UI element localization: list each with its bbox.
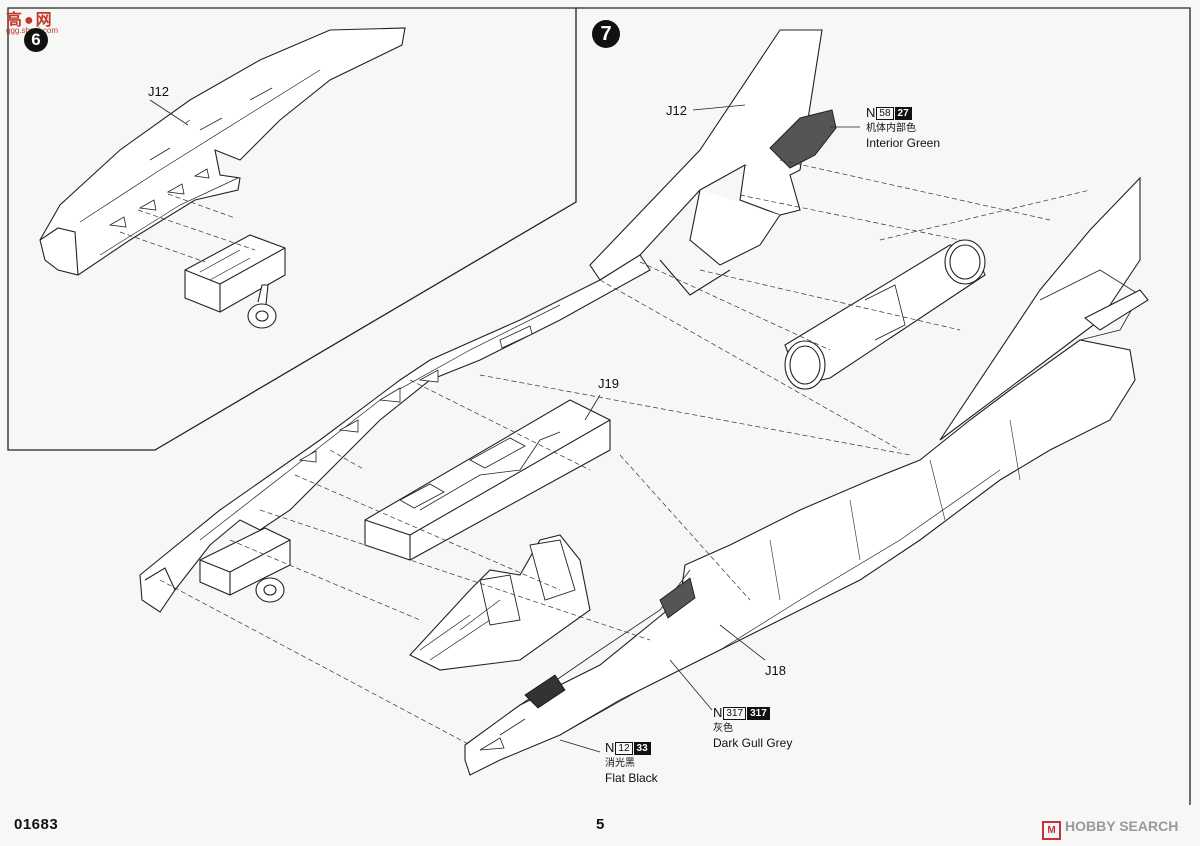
paint-name-cn: 灰色	[713, 723, 733, 734]
step-6-nose-gear-bay	[184, 234, 286, 329]
watermark-text: HOBBY SEARCH	[1065, 818, 1179, 834]
step-6-panel-frame	[7, 7, 577, 451]
step-6-fuselage	[39, 27, 406, 276]
step-7-flat-black-panel	[524, 674, 566, 709]
step-7-j19-tray	[364, 399, 611, 561]
step-7-intake-mesh	[769, 109, 837, 169]
paint-name-en: Interior Green	[866, 136, 941, 150]
paint-code-a: 58	[876, 107, 894, 120]
step-7-part-label-j18: J18	[765, 663, 786, 678]
watermark-mark: M	[1042, 821, 1061, 840]
step-7-upper-fuselage	[139, 254, 651, 613]
paint-prefix: N	[866, 105, 876, 120]
step-7-grey-panel	[659, 577, 696, 619]
step-6-j12-leader	[149, 99, 189, 126]
step-7-exhaust-nozzle	[784, 239, 986, 390]
step-6-part-label-j12: J12	[148, 84, 169, 99]
paint-code-b: 27	[894, 107, 912, 120]
step-7-leaders	[559, 104, 860, 753]
paint-name-cn: 消光黑	[605, 758, 635, 769]
paint-prefix: N	[605, 740, 615, 755]
step-6-guide-lines	[119, 119, 256, 263]
step-7-main-fuselage	[464, 176, 1149, 776]
paint-code-a: 317	[723, 707, 747, 720]
paint-name-en: Dark Gull Grey	[713, 736, 793, 750]
kit-code: 01683	[14, 816, 59, 833]
paint-code-a: 12	[615, 742, 633, 755]
step-7-guide-lines	[159, 159, 1091, 746]
step-7-part-label-j12: J12	[666, 103, 687, 118]
site-logo: 高●网	[6, 12, 54, 29]
step-7-part-label-j19: J19	[598, 376, 619, 391]
paint-name-en: Flat Black	[605, 771, 658, 785]
step-7-nose-gear-bay	[199, 527, 291, 603]
paint-code-b: 33	[633, 742, 651, 755]
step-6-number: 6	[24, 28, 48, 52]
paint-prefix: N	[713, 705, 723, 720]
step-7-ejection-seats	[409, 534, 591, 671]
paint-name-cn: 机体内部色	[866, 123, 916, 134]
paint-code-b: 317	[747, 707, 770, 720]
page-number: 5	[596, 816, 605, 833]
step-7-number: 7	[592, 20, 620, 48]
step-7-panel-frame	[576, 7, 1191, 805]
